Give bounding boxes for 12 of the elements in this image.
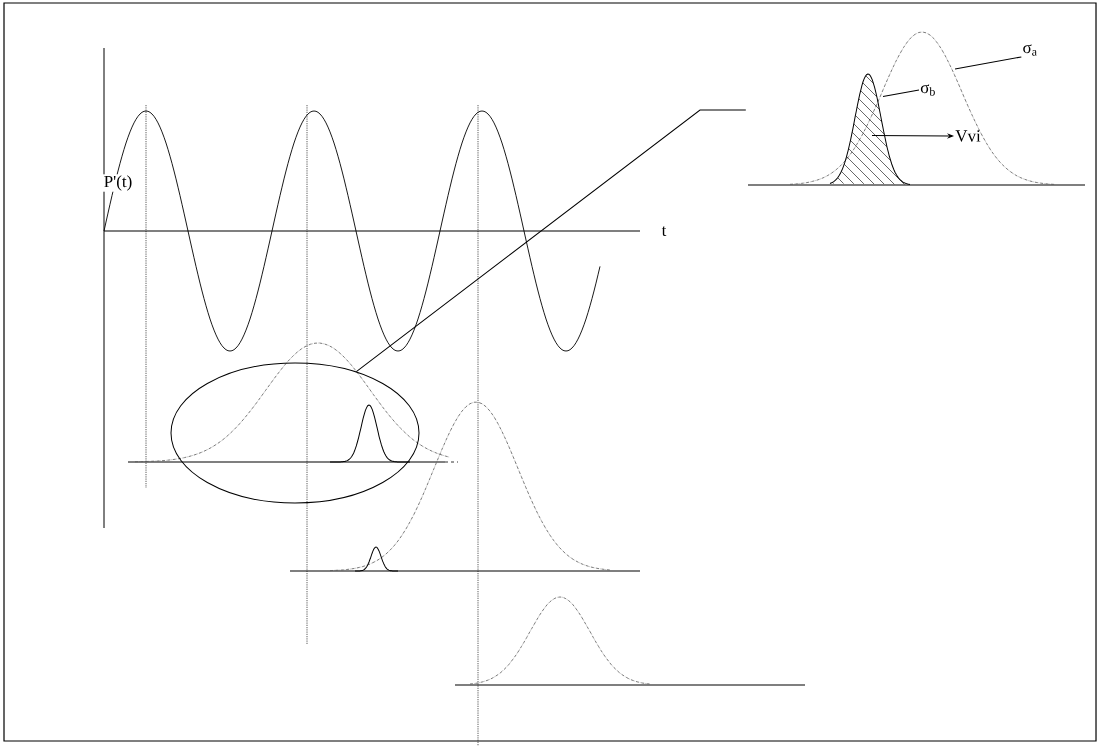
arrow — [871, 133, 954, 138]
axis-label: P'(t) — [102, 174, 134, 192]
axis-label: t — [660, 225, 668, 237]
symbol-label: σ$_{a}$ — [1023, 44, 1037, 56]
callout-line — [355, 109, 747, 373]
symbol-label: Vvi — [955, 130, 981, 142]
leader-line — [954, 56, 1022, 70]
enlarged-view-drawing — [747, 31, 1086, 186]
symbol-label: σ$_{b}$ — [920, 84, 935, 96]
magnifier-ellipse — [170, 362, 420, 504]
leader-line — [882, 89, 920, 97]
hatched-peak — [829, 73, 911, 185]
